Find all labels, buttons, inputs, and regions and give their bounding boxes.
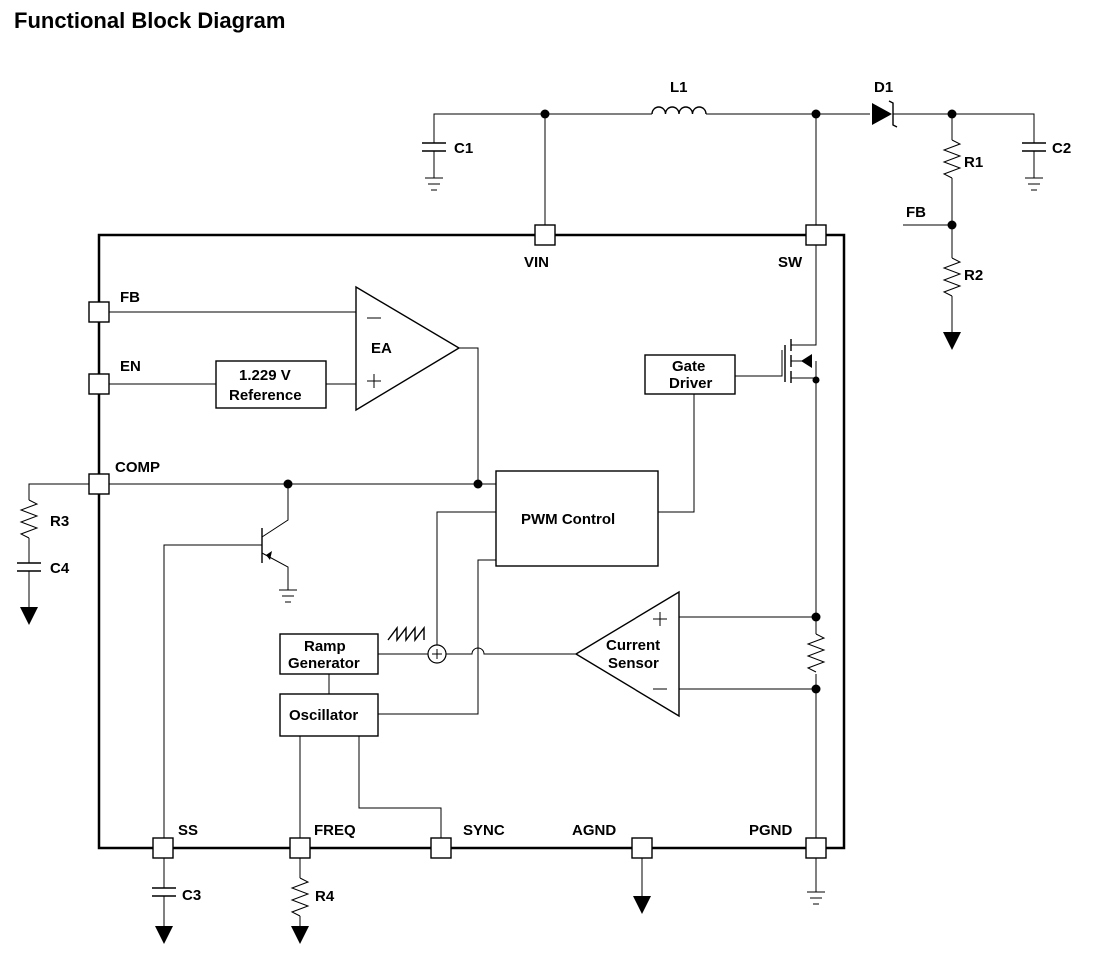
summing-to-pwm-wire <box>436 511 496 645</box>
r2-label: R2 <box>964 267 983 284</box>
l1-label: L1 <box>670 79 688 96</box>
c1-label: C1 <box>454 140 473 157</box>
pin-pgnd-label: PGND <box>749 822 793 839</box>
ic-outline <box>97 233 846 850</box>
gate-driver-to-mosfet-wire <box>735 350 783 377</box>
pin-comp-label: COMP <box>115 459 160 476</box>
reference-line1: 1.229 V <box>239 367 291 384</box>
pin-comp <box>88 473 110 495</box>
ea-label: EA <box>371 340 392 357</box>
d1-label: D1 <box>874 79 893 96</box>
c2-capacitor <box>1022 142 1046 191</box>
pin-sw <box>805 224 827 246</box>
c3-label: C3 <box>182 887 201 904</box>
pin-agnd-label: AGND <box>572 822 616 839</box>
pin-vin-label: VIN <box>524 254 549 271</box>
r3-label: R3 <box>50 513 69 530</box>
pin-en-label: EN <box>120 358 141 375</box>
fb-external-label: FB <box>906 204 926 221</box>
ramp-generator-block <box>279 633 379 675</box>
current-sensor <box>574 590 680 718</box>
pin-freq-label: FREQ <box>314 822 356 839</box>
pin-fb <box>88 301 110 323</box>
ea-output-wire <box>459 347 479 483</box>
error-amplifier <box>355 285 461 412</box>
oscillator-block <box>279 693 379 737</box>
c2-label: C2 <box>1052 140 1071 157</box>
current-sensor-to-summing-wire <box>446 647 576 655</box>
sawtooth-icon <box>387 625 425 643</box>
r4-label: R4 <box>315 888 335 905</box>
r4-resistor <box>290 858 310 944</box>
r3-c4-network <box>17 483 89 625</box>
reference-line2: Reference <box>229 387 302 404</box>
input-rail <box>433 109 870 225</box>
pwm-control-label: PWM Control <box>521 511 615 528</box>
current-sensor-line2: Sensor <box>608 655 659 672</box>
pgnd-ground <box>807 858 825 905</box>
pin-sw-label: SW <box>778 254 803 271</box>
c4-label: C4 <box>50 560 70 577</box>
r1-label: R1 <box>964 154 983 171</box>
pin-fb-label: FB <box>120 289 140 306</box>
ss-transistor <box>163 484 297 838</box>
pin-agnd <box>631 837 653 859</box>
d1-diode <box>872 100 952 128</box>
ramp-line2: Generator <box>288 655 360 672</box>
current-sensor-line1: Current <box>606 637 660 654</box>
pin-sync <box>430 837 452 859</box>
oscillator-label: Oscillator <box>289 707 358 724</box>
ramp-line1: Ramp <box>304 638 346 655</box>
c1-capacitor <box>422 142 446 191</box>
pin-en <box>88 373 110 395</box>
l1-inductor <box>651 106 707 115</box>
pin-freq <box>289 837 311 859</box>
pwm-to-gate-driver-wire <box>658 394 695 513</box>
summing-junction <box>427 644 447 664</box>
oscillator-to-pwm-wire <box>378 559 496 715</box>
pin-sync-label: SYNC <box>463 822 505 839</box>
pin-ss-label: SS <box>178 822 198 839</box>
gate-driver-block <box>644 354 736 395</box>
pin-pgnd <box>805 837 827 859</box>
output-network <box>903 109 1035 350</box>
pin-ss <box>152 837 174 859</box>
gate-driver-line2: Driver <box>669 375 713 392</box>
gate-driver-line1: Gate <box>672 358 705 375</box>
oscillator-to-sync-wire <box>358 736 442 838</box>
pwm-control-block <box>495 470 659 567</box>
diagram-title: Functional Block Diagram <box>14 8 285 33</box>
c3-capacitor <box>152 858 176 944</box>
power-mosfet <box>784 245 820 384</box>
agnd-ground <box>633 858 651 914</box>
pin-vin <box>534 224 556 246</box>
sense-resistor <box>806 633 826 674</box>
